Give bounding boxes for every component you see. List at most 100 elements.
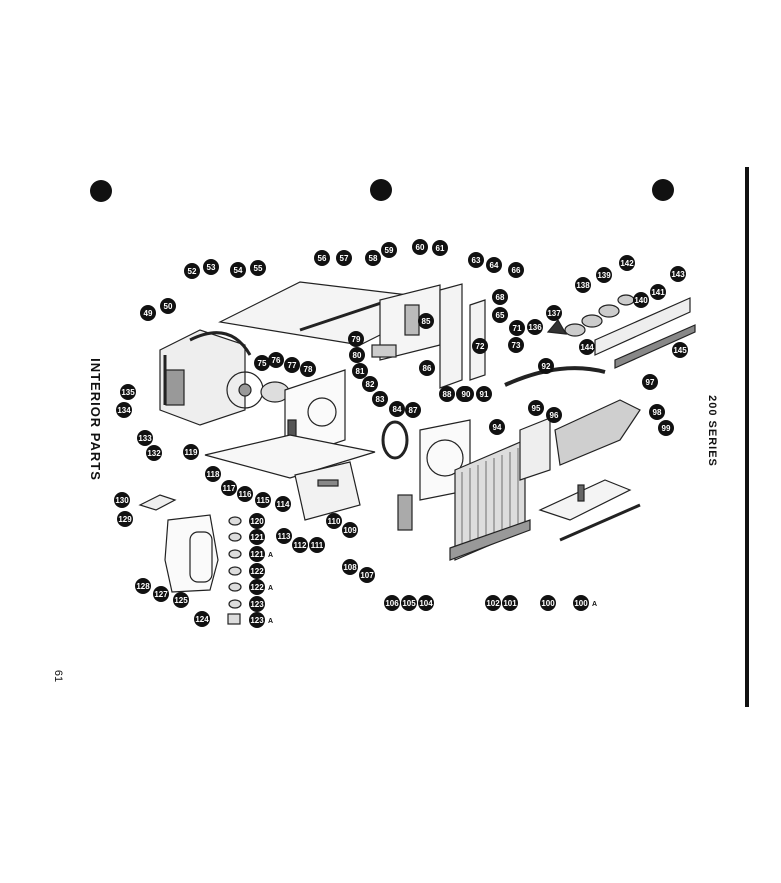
callout-number: 117	[223, 484, 236, 493]
callout-140: 140	[633, 292, 649, 308]
callout-number: 63	[472, 256, 481, 265]
partition-opening	[307, 397, 337, 427]
callout-107: 107	[359, 567, 375, 583]
callout-145: 145	[672, 342, 688, 358]
callout-number: 130	[115, 496, 129, 505]
callout-72: 72	[472, 338, 488, 354]
callout-bubble	[268, 352, 284, 368]
callout-111: 111	[309, 537, 325, 553]
drain-hose	[504, 366, 606, 387]
callout-suffix: A	[268, 585, 273, 592]
callout-bubble	[509, 320, 525, 336]
callout-122: 122	[249, 563, 265, 579]
callout-number: 87	[409, 406, 418, 415]
callout-bubble	[160, 298, 176, 314]
callout-number: 78	[304, 365, 313, 374]
callout-number: 145	[673, 346, 687, 355]
callout-109: 109	[342, 522, 358, 538]
callout-bubble	[336, 250, 352, 266]
callout-bubble	[458, 386, 474, 402]
callout-number: 68	[496, 293, 505, 302]
compressor-bracket	[138, 494, 177, 511]
callout-bubble	[117, 511, 133, 527]
callout-81: 81	[352, 363, 368, 379]
callout-number: 134	[117, 406, 131, 415]
callout-number: 86	[423, 364, 432, 373]
callout-bubble	[249, 579, 265, 595]
callout-bubble	[489, 419, 505, 435]
callout-94: 94	[489, 419, 505, 435]
callout-78: 78	[300, 361, 316, 377]
callout-number: 60	[416, 243, 425, 252]
top-rail	[594, 297, 691, 356]
callout-bubble	[527, 319, 543, 335]
callout-64: 64	[486, 257, 502, 273]
callout-bubble	[352, 363, 368, 379]
callout-number: 97	[646, 378, 655, 387]
callout-136: 136	[527, 319, 543, 335]
callout-bubble	[249, 596, 265, 612]
callout-86: 86	[419, 360, 435, 376]
callout-number: 116	[239, 490, 252, 499]
callout-number: 96	[550, 411, 559, 420]
callout-number: 84	[393, 405, 402, 414]
callout-79: 79	[348, 331, 364, 347]
callout-110: 110	[326, 513, 342, 529]
part-drawings	[138, 281, 696, 625]
callout-117: 117	[221, 480, 237, 496]
callout-52: 52	[184, 263, 200, 279]
callout-124: 124	[194, 611, 210, 627]
callout-54: 54	[230, 262, 246, 278]
side-strip-1	[439, 283, 463, 389]
callout-143: 143	[670, 266, 686, 282]
callout-number: 142	[620, 259, 634, 268]
callout-bubble	[439, 386, 455, 402]
callout-97: 97	[642, 374, 658, 390]
callout-139: 139	[596, 267, 612, 283]
callout-number: 76	[272, 356, 281, 365]
callout-bubble	[538, 358, 554, 374]
callout-number: 105	[402, 599, 416, 608]
callout-bubble	[432, 240, 448, 256]
callout-bubble	[249, 563, 265, 579]
callout-57: 57	[336, 250, 352, 266]
callout-84: 84	[389, 401, 405, 417]
callout-123: 123	[249, 596, 265, 612]
callout-number: 83	[376, 395, 385, 404]
callout-90: 90	[458, 386, 474, 402]
top-rail-lower	[614, 324, 696, 369]
callout-bubble	[468, 252, 484, 268]
callout-88: 88	[439, 386, 455, 402]
callout-number: 121	[250, 533, 264, 542]
callout-number: 54	[234, 266, 243, 275]
callout-75: 75	[254, 355, 270, 371]
callout-bubble	[642, 374, 658, 390]
callout-number: 113	[278, 532, 291, 541]
callout-number: 123	[250, 600, 264, 609]
callout-bubble	[658, 420, 674, 436]
callout-bubble	[412, 239, 428, 255]
blower-scroll	[189, 331, 252, 356]
callout-number: 120	[250, 517, 264, 526]
callout-118: 118	[205, 466, 221, 482]
callout-number: 139	[597, 271, 611, 280]
callout-number: 99	[662, 424, 671, 433]
callout-bubble	[254, 355, 270, 371]
callout-number: 122	[250, 583, 264, 592]
callout-number: 98	[653, 408, 662, 417]
callout-bubble	[300, 361, 316, 377]
callout-number: 135	[121, 388, 135, 397]
callout-58a: 58	[365, 250, 381, 266]
callout-112: 112	[292, 537, 308, 553]
callout-50: 50	[160, 298, 176, 314]
callout-number: 72	[476, 342, 485, 351]
callout-bubble	[492, 307, 508, 323]
callout-number: 79	[352, 335, 361, 344]
callout-number: 136	[528, 323, 542, 332]
callout-number: 90	[462, 390, 471, 399]
callout-bubble	[419, 360, 435, 376]
shroud-opening	[426, 439, 464, 477]
